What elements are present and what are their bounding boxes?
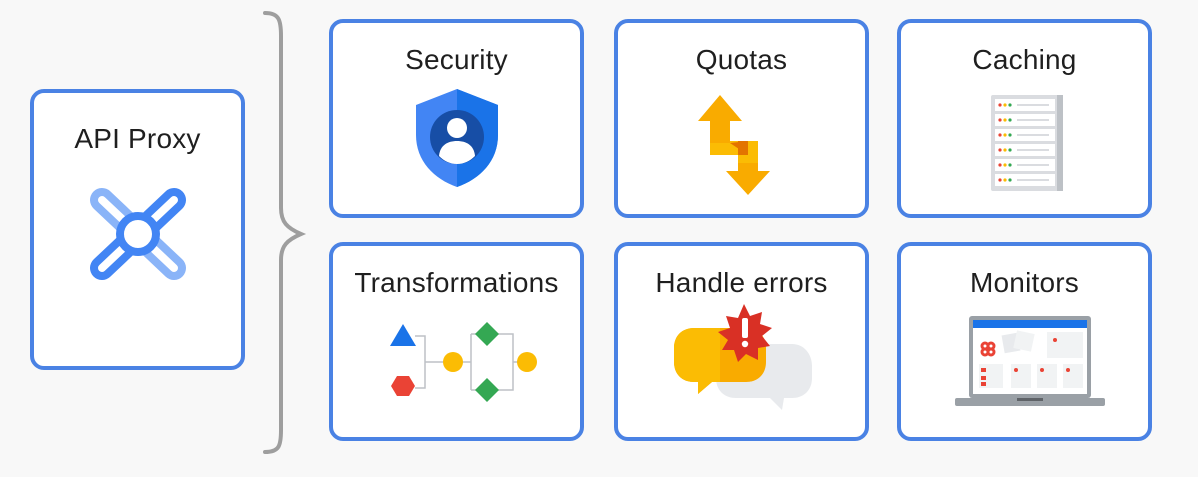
transformations-title: Transformations xyxy=(354,267,559,298)
security-tile: Security xyxy=(329,19,584,218)
caching-title: Caching xyxy=(972,44,1077,75)
security-title: Security xyxy=(405,44,508,75)
api-proxy-title: API Proxy xyxy=(74,123,201,154)
transformations-tile: Transformations xyxy=(329,242,584,441)
monitors-title: Monitors xyxy=(970,267,1079,298)
laptop-dashboard-icon xyxy=(955,316,1105,406)
shape-flow-icon xyxy=(390,322,537,402)
quotas-title: Quotas xyxy=(695,44,788,75)
caching-tile: Caching xyxy=(897,19,1152,218)
api-proxy-icon xyxy=(90,188,186,280)
handle-errors-tile: Handle errors xyxy=(614,242,869,441)
api-proxy-card: API Proxy xyxy=(30,89,245,370)
curly-brace-connector xyxy=(263,11,307,454)
shield-user-icon xyxy=(416,89,498,187)
quotas-tile: Quotas xyxy=(614,19,869,218)
server-rack-icon xyxy=(991,95,1063,191)
monitors-tile: Monitors xyxy=(897,242,1152,441)
handle-errors-title: Handle errors xyxy=(655,267,828,298)
up-down-arrows-icon xyxy=(698,95,770,195)
error-chat-bubbles-icon xyxy=(674,304,812,410)
